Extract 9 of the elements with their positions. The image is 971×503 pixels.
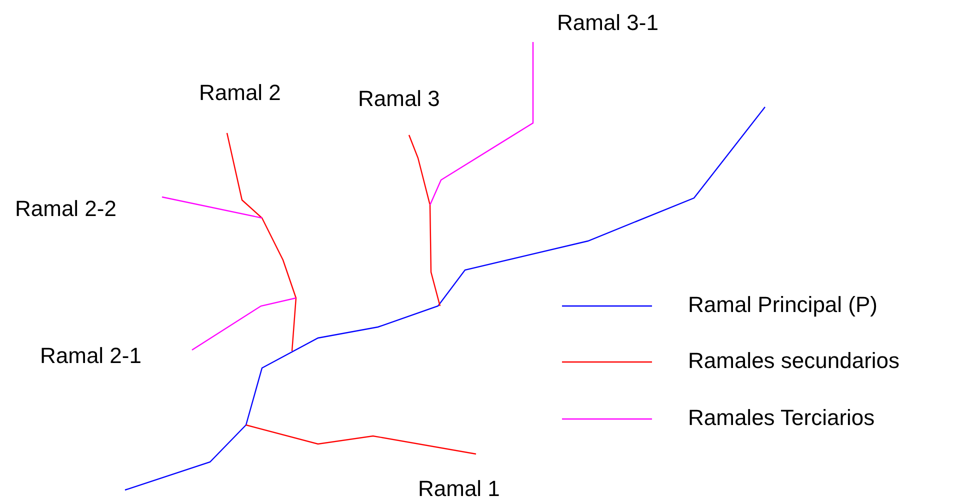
branch-label: Ramal 3 — [358, 86, 440, 112]
branch-label: Ramal 3-1 — [557, 10, 658, 36]
branch-label: Ramal 2-1 — [40, 343, 142, 368]
legend-label: Ramal Principal (P) — [688, 292, 878, 318]
legend-label: Ramales Terciarios — [688, 405, 875, 430]
branch-label: Ramal 2-2 — [15, 196, 116, 222]
branch-label: Ramal 2 — [199, 80, 281, 106]
legend-label: Ramales secundarios — [688, 348, 900, 374]
branch-label: Ramal 1 — [418, 476, 500, 502]
